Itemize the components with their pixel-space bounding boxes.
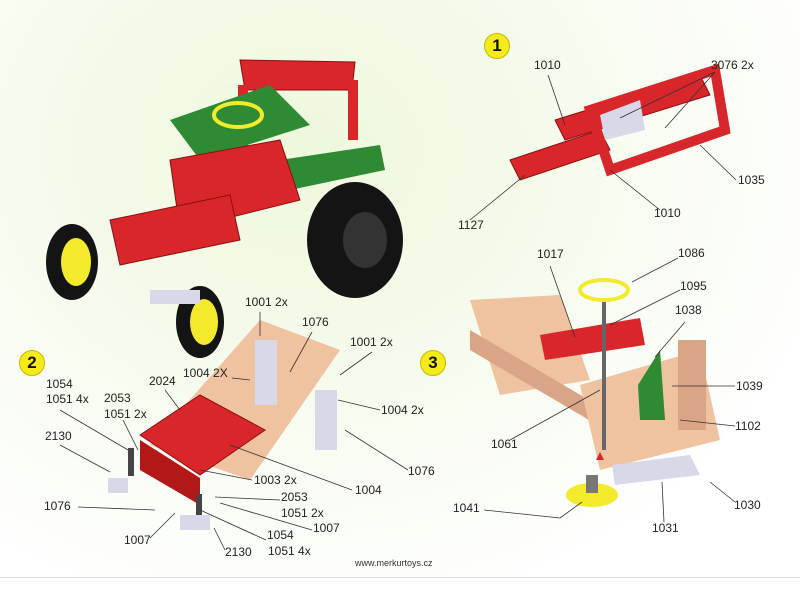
- step1-frame: [509, 63, 731, 181]
- part-label: 1095: [680, 279, 707, 293]
- part-label: 1076: [408, 464, 435, 478]
- step-badge-1: 1: [484, 33, 510, 59]
- part-label: 2053: [104, 391, 131, 405]
- part-label: 1010: [534, 58, 561, 72]
- part-label: 1051 2x: [281, 506, 324, 520]
- part-label: 1127: [458, 218, 484, 232]
- part-label: 1004 2X: [183, 366, 228, 380]
- part-label: 1001 2x: [350, 335, 393, 349]
- part-label: 2053: [281, 490, 308, 504]
- part-label: 1007: [313, 521, 340, 535]
- step3-assembly: [470, 278, 720, 507]
- part-label: 1051 4x: [268, 544, 311, 558]
- part-label: 1035: [738, 173, 765, 187]
- part-label: 1003 2x: [254, 473, 297, 487]
- step2-assembly: [108, 320, 340, 530]
- part-label: 1030: [734, 498, 761, 512]
- part-label: 2024: [149, 374, 176, 388]
- part-label: 1051 2x: [104, 407, 147, 421]
- part-label: 1031: [652, 521, 679, 535]
- part-label: 1017: [537, 247, 564, 261]
- part-label: 1001 2x: [245, 295, 288, 309]
- part-label: 1051 4x: [46, 392, 89, 406]
- part-label: 2130: [45, 429, 72, 443]
- part-label: 1076: [44, 499, 71, 513]
- leader-lines: [59, 71, 737, 551]
- part-label: 1061: [491, 437, 518, 451]
- part-label: 3076 2x: [711, 58, 754, 72]
- part-label: 1054: [267, 528, 294, 542]
- part-label: 1007: [124, 533, 151, 547]
- part-label: 1010: [654, 206, 681, 220]
- divider: [0, 577, 800, 578]
- tractor-model: [46, 59, 403, 358]
- part-label: 1039: [736, 379, 763, 393]
- part-label: 1054: [46, 377, 73, 391]
- part-label: 2130: [225, 545, 252, 559]
- part-label: 1004 2x: [381, 403, 424, 417]
- step-badge-2: 2: [19, 350, 45, 376]
- arrow-icon: [596, 452, 604, 460]
- part-label: 1102: [735, 419, 761, 433]
- part-label: 1004: [355, 483, 382, 497]
- step-badge-3: 3: [420, 350, 446, 376]
- part-label: 1086: [678, 246, 705, 260]
- part-label: 1038: [675, 303, 702, 317]
- part-label: 1076: [302, 315, 329, 329]
- part-label: 1041: [453, 501, 480, 515]
- website-credit: www.merkurtoys.cz: [355, 558, 433, 568]
